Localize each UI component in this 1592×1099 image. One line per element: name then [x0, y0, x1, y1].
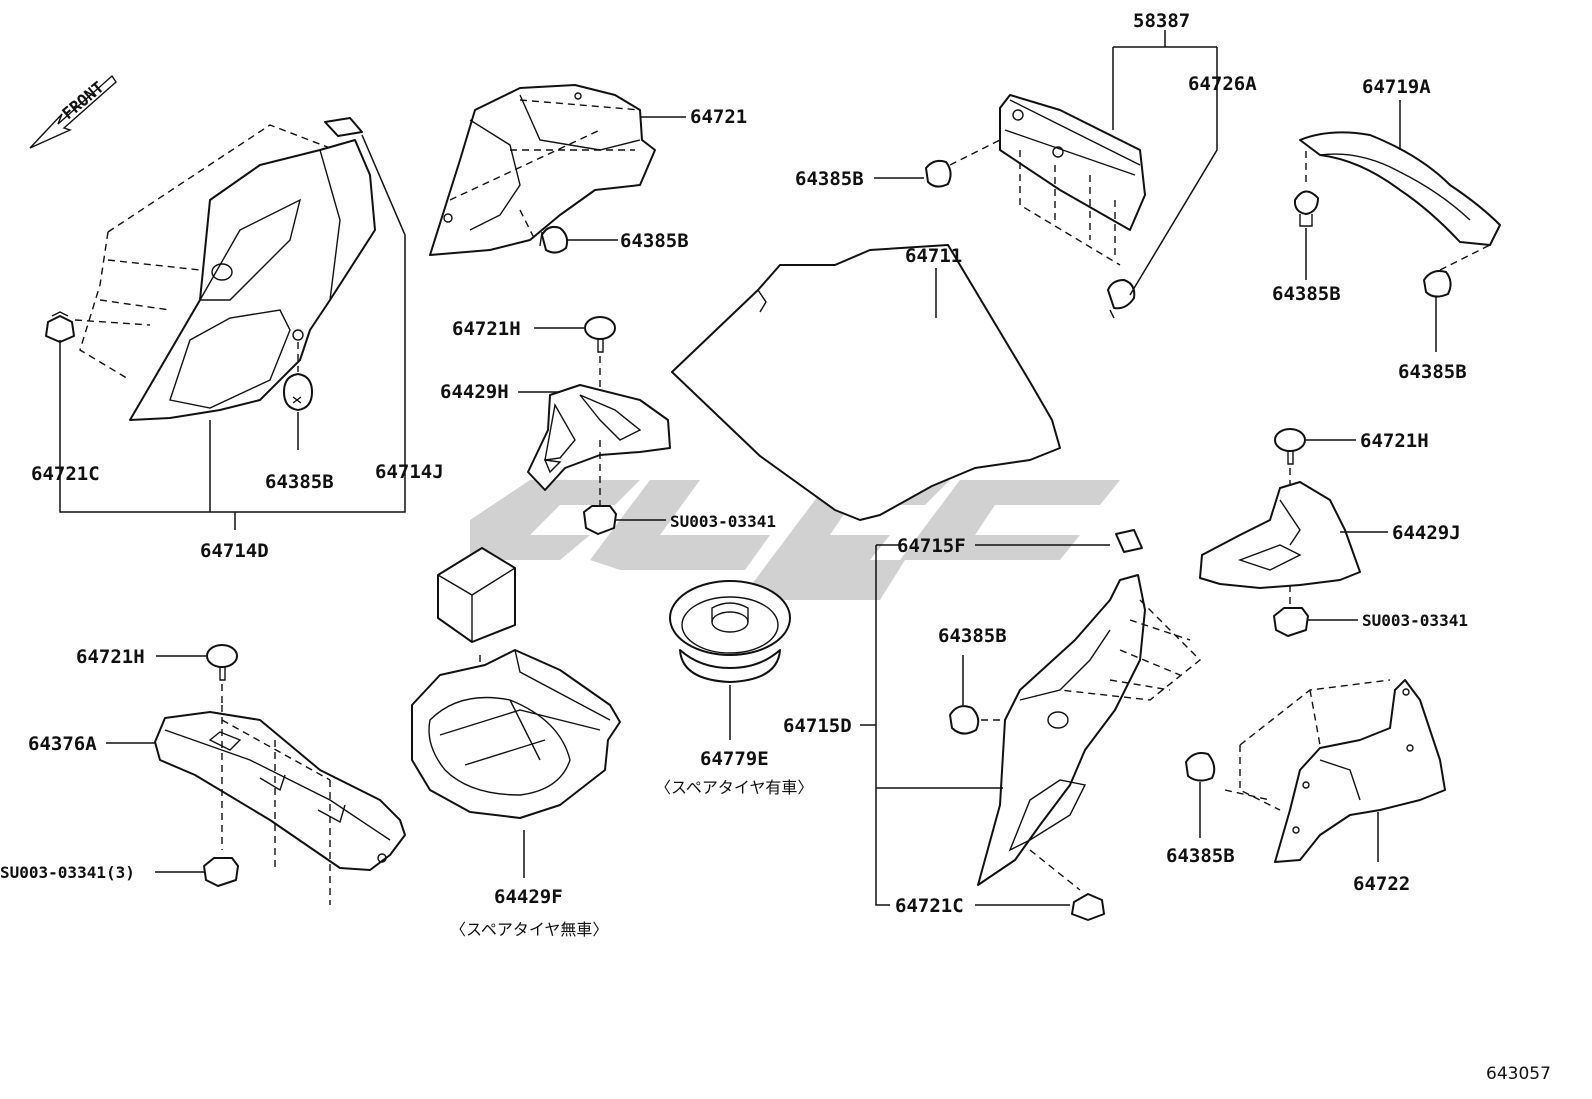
- note-without-spare: 〈スペアタイヤ無車〉: [450, 920, 608, 939]
- clip-SU003-left: [203, 857, 239, 887]
- spare-pan-64779E: [669, 580, 791, 683]
- label-64385B-right-trim: 64385B: [938, 625, 1007, 647]
- clip-SU003-center: [583, 505, 617, 535]
- label-64721C-left: 64721C: [31, 463, 100, 485]
- label-64429F: 64429F: [494, 886, 563, 908]
- clip-64721H-left: [206, 644, 238, 705]
- wheelhouse-cover-64721: [429, 84, 656, 256]
- leader-64715D-bracket: [875, 545, 890, 906]
- clip-64385B-64722: [1185, 752, 1216, 782]
- label-64711: 64711: [905, 245, 962, 267]
- panel-64722: [1224, 679, 1446, 863]
- label-64385B-left: 64385B: [265, 471, 334, 493]
- label-64726A: 64726A: [1188, 73, 1257, 95]
- clip-64385B-wheelhouse: [539, 225, 569, 254]
- clip-SU003-right: [1273, 607, 1309, 637]
- trim-64719A: [1299, 131, 1501, 246]
- label-64722: 64722: [1353, 873, 1410, 895]
- front-arrow: FRONT: [29, 74, 117, 149]
- clip-64385B-right-trim: [949, 705, 980, 735]
- panel-64376A: [154, 705, 406, 905]
- tray-64429H: [527, 384, 671, 505]
- note-with-spare: 〈スペアタイヤ有車〉: [655, 778, 813, 797]
- leader-64714-left: [59, 134, 406, 513]
- clip-64721C-left: [45, 311, 75, 343]
- box-block: [437, 547, 516, 740]
- label-64721H-right: 64721H: [1360, 430, 1429, 452]
- front-label: FRONT: [58, 78, 107, 124]
- clip-64385B-58387: [925, 159, 952, 188]
- label-64721H-center: 64721H: [452, 318, 521, 340]
- label-64715F: 64715F: [897, 535, 966, 557]
- quarter-trim-left: [74, 117, 376, 421]
- clip-64721C-right: [1071, 893, 1105, 921]
- label-64779E: 64779E: [700, 748, 769, 770]
- floor-board-64711: [671, 244, 1061, 521]
- quarter-trim-right: [977, 529, 1202, 891]
- clip-64726A: [1107, 279, 1136, 319]
- label-SU003-center: SU003-03341: [670, 512, 776, 531]
- tray-64429J: [1199, 481, 1361, 606]
- label-64721H-left: 64721H: [76, 646, 145, 668]
- label-64385B-58387: 64385B: [795, 168, 864, 190]
- clip-64385B-64719A-right: [1423, 270, 1452, 298]
- label-64429J: 64429J: [1392, 522, 1461, 544]
- rear-panel-58387: [949, 94, 1146, 266]
- clip-64385B-64719A-left: [1293, 190, 1319, 227]
- label-64719A: 64719A: [1362, 76, 1431, 98]
- label-64714J: 64714J: [375, 461, 444, 483]
- label-SU003-left: SU003-03341(3): [0, 863, 135, 882]
- label-SU003-right: SU003-03341: [1362, 611, 1468, 630]
- label-64721C-right: 64721C: [895, 895, 964, 917]
- label-64376A: 64376A: [28, 733, 97, 755]
- clip-64385B-left: [283, 329, 313, 411]
- watermark-logo: [470, 480, 1120, 600]
- label-64429H: 64429H: [440, 381, 509, 403]
- diagram-id: 643057: [1486, 1064, 1551, 1084]
- dash-64719A: [1305, 150, 1491, 271]
- label-64721: 64721: [690, 106, 747, 128]
- tray-64429F: [411, 649, 621, 819]
- label-64714D: 64714D: [200, 540, 269, 562]
- label-64385B-wheelhouse: 64385B: [620, 230, 689, 252]
- label-58387: 58387: [1133, 10, 1190, 32]
- clip-64721H-right: [1274, 428, 1306, 485]
- label-64715D: 64715D: [783, 715, 852, 737]
- label-64385B-64719A-left: 64385B: [1272, 283, 1341, 305]
- clip-64721H-center: [584, 316, 616, 390]
- label-64385B-64722: 64385B: [1166, 845, 1235, 867]
- label-64385B-64719A-right: 64385B: [1398, 361, 1467, 383]
